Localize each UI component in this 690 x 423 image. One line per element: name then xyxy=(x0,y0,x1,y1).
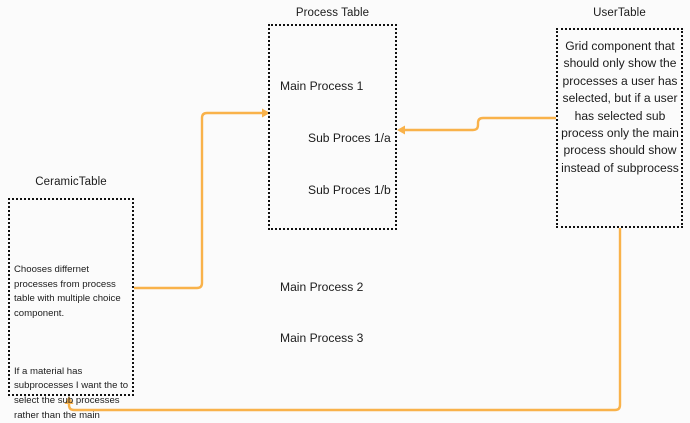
user-table-node[interactable] xyxy=(556,28,683,228)
list-item[interactable]: Main Process 1 xyxy=(280,79,364,94)
connector-ceramic-to-process-path xyxy=(134,111,262,290)
list-item[interactable]: Sub Proces 1/b xyxy=(308,182,391,197)
process-table-list: Main Process 1 Sub Proces 1/a Sub Proces… xyxy=(280,44,398,382)
ceramic-table-body: Chooses differnet processes from process… xyxy=(14,234,134,423)
process-table-node[interactable] xyxy=(268,24,397,230)
connector-ceramic-to-process xyxy=(134,108,270,290)
ceramic-table-node[interactable] xyxy=(8,198,134,396)
list-item[interactable]: Main Process 3 xyxy=(280,331,364,346)
user-table-title: UserTable xyxy=(593,7,646,19)
list-item[interactable]: Main Process 2 xyxy=(280,279,364,294)
list-item[interactable]: Sub Proces 1/a xyxy=(308,131,391,146)
ceramic-table-title: CeramicTable xyxy=(35,176,107,188)
ceramic-table-paragraph: If a material has subprocesses I want th… xyxy=(14,365,129,421)
process-table-title: Process Table xyxy=(295,7,370,19)
connector-user-to-process-path xyxy=(405,116,556,132)
connector-user-to-process xyxy=(397,116,556,135)
arrowhead-left-icon xyxy=(397,125,405,135)
ceramic-table-paragraph: Chooses differnet processes from process… xyxy=(14,264,124,319)
user-table-body: Grid component that should only show the… xyxy=(561,39,683,175)
list-spacer xyxy=(280,233,398,244)
